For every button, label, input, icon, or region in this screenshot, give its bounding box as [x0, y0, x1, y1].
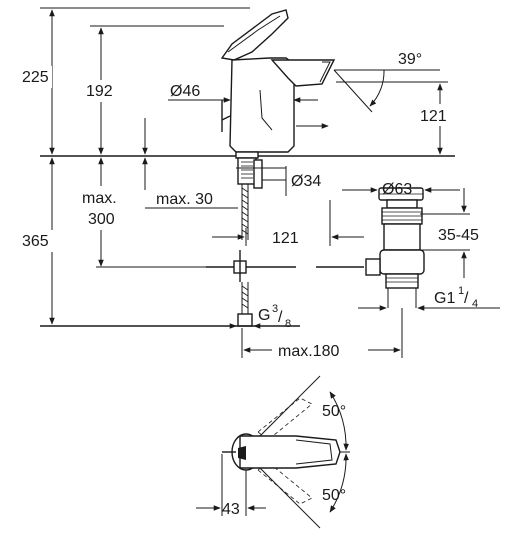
dim-g38-label: G: [258, 307, 270, 324]
dim-121-waste-label: 121: [272, 230, 299, 247]
waste-fitting: [365, 187, 425, 308]
dim-g1-slash: /: [464, 290, 469, 307]
dim-g38-slash: /: [278, 309, 283, 326]
dim-300-label-1: max.: [82, 190, 117, 207]
dim-365-label: 365: [22, 233, 49, 250]
faucet-plan-view: 50° 50° 43: [196, 375, 350, 529]
plan-handle-mark: [238, 446, 246, 460]
dim-35-45-label: 35-45: [438, 227, 479, 244]
hose-connector: [237, 313, 253, 327]
spout: [270, 59, 336, 87]
dim-225-label: 225: [22, 69, 49, 86]
dim-50-bottom-arc: [329, 453, 349, 513]
dim-50-bottom-label: 50°: [322, 487, 346, 504]
flexible-hoses: [241, 184, 249, 314]
spout-outlet: [319, 61, 331, 83]
lever-handle: [220, 9, 289, 61]
threaded-stud: [253, 159, 263, 189]
dim-g1-label: G1: [434, 290, 455, 307]
faucet-body: [229, 57, 295, 153]
mounting-base: [235, 151, 259, 159]
dim-max30-label: max. 30: [156, 191, 213, 208]
dim-50-top-arc: [329, 391, 349, 451]
dim-g38-den: 8: [285, 318, 291, 330]
dim-34-label: Ø34: [291, 173, 321, 190]
dim-43-label: 43: [222, 501, 240, 518]
body-contour: [259, 89, 273, 131]
popup-rod-knob: [221, 115, 231, 121]
dim-192-label: 192: [86, 83, 113, 100]
dim-63-label: Ø63: [382, 181, 412, 198]
dim-g38-num: 3: [272, 303, 278, 315]
dim-50-top-label: 50°: [322, 403, 346, 420]
dim-g1-den: 4: [472, 298, 478, 310]
dim-46-label: Ø46: [170, 83, 200, 100]
dim-121-spout-label: 121: [420, 108, 447, 125]
dim-g1-num: 1: [458, 285, 464, 297]
faucet-side-view: 225 192 Ø46 365 max. 300 max. 30 Ø34: [20, 7, 500, 360]
swivel-ghost-upper: [257, 397, 313, 441]
popup-linkage: [206, 250, 364, 282]
dim-39-label: 39°: [398, 51, 422, 68]
dim-300-label-2: 300: [88, 211, 115, 228]
dim-180-label: max.180: [278, 343, 339, 360]
dim-39-arc: [369, 69, 385, 107]
lever-handle-edge: [227, 15, 281, 53]
plan-spout: [239, 435, 341, 469]
